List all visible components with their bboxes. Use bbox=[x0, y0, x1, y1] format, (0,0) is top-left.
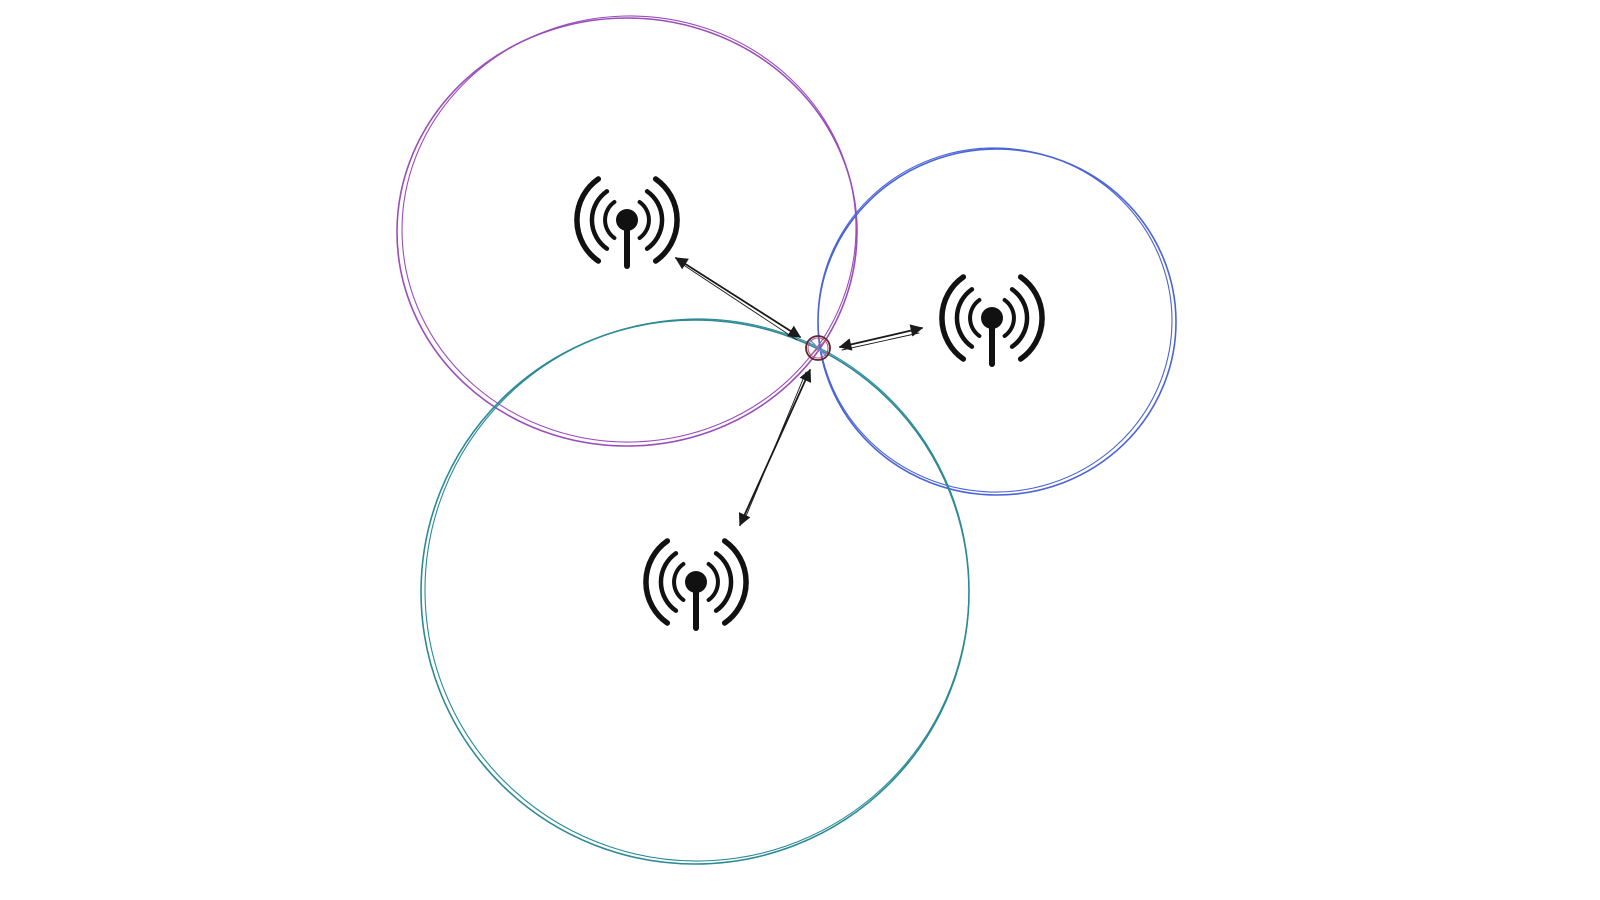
target-point-icon bbox=[805, 335, 831, 361]
distance-arrow-to-right bbox=[838, 324, 924, 351]
radio-tower-icon bbox=[939, 274, 1045, 367]
radio-tower-icon bbox=[643, 538, 749, 631]
distance-arrow-to-top-left bbox=[674, 257, 802, 341]
range-circle-blue bbox=[817, 147, 1177, 496]
range-circle-purple bbox=[396, 15, 858, 447]
distance-arrow-to-bottom bbox=[738, 368, 812, 527]
radio-tower-icon bbox=[574, 176, 680, 269]
